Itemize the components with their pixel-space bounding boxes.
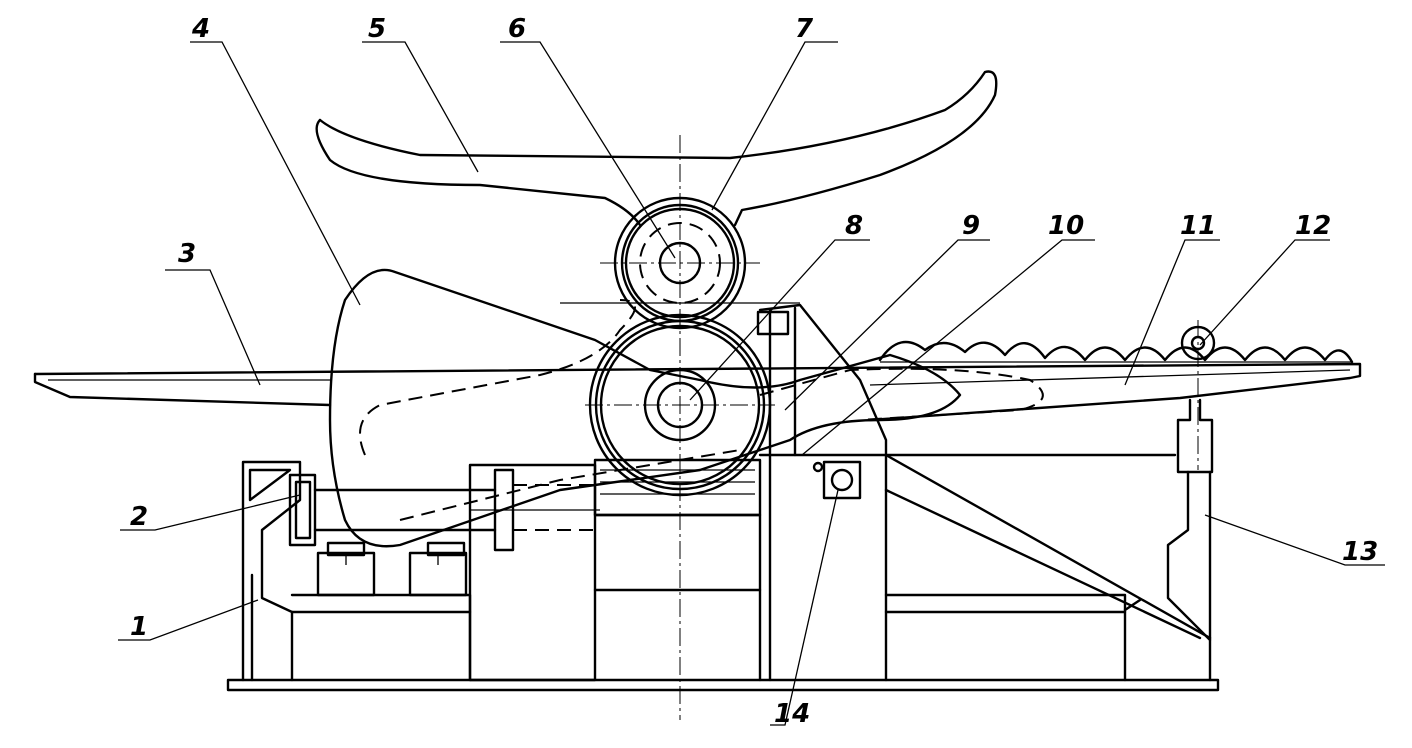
callout-5: 5 <box>362 14 479 173</box>
center-lines <box>585 135 775 720</box>
svg-text:13: 13 <box>1342 537 1378 567</box>
handle-lever <box>315 70 998 227</box>
pressure-roller <box>1180 320 1216 470</box>
callout-8: 8 <box>689 211 870 401</box>
callout-12: 12 <box>1199 211 1331 346</box>
callout-6: 6 <box>500 14 676 259</box>
conveyor-table <box>33 362 1362 422</box>
discharge-chute <box>884 453 1212 640</box>
callout-2: 2 <box>120 494 301 532</box>
callout-1: 1 <box>118 599 259 642</box>
svg-text:11: 11 <box>1180 211 1216 241</box>
callout-14: 14 <box>770 489 839 729</box>
corrugated-sheet <box>878 340 1354 364</box>
svg-text:14: 14 <box>774 699 810 729</box>
callout-7: 7 <box>711 14 838 211</box>
pivot-bracket <box>812 460 862 500</box>
drive-shaft-coupling <box>288 468 600 552</box>
curved-guide-plate <box>328 268 1044 548</box>
svg-text:6: 6 <box>508 14 526 44</box>
svg-text:12: 12 <box>1295 211 1331 241</box>
callout-11: 11 <box>1124 211 1220 386</box>
svg-text:7: 7 <box>795 14 814 44</box>
frame-body <box>290 453 1177 682</box>
svg-text:1: 1 <box>130 612 148 642</box>
svg-text:2: 2 <box>130 502 148 532</box>
support-column <box>1166 398 1214 682</box>
base-plate <box>226 678 1220 692</box>
drive-motor-blocks <box>316 541 468 597</box>
svg-text:10: 10 <box>1048 211 1084 241</box>
svg-text:5: 5 <box>368 14 386 44</box>
callout-10: 10 <box>801 211 1095 456</box>
frame-left-support <box>241 460 302 682</box>
callout-3: 3 <box>165 239 261 386</box>
svg-text:8: 8 <box>845 211 863 241</box>
svg-text:9: 9 <box>962 211 980 241</box>
svg-text:3: 3 <box>178 239 196 269</box>
callout-9: 9 <box>784 211 990 411</box>
callout-13: 13 <box>1204 514 1385 567</box>
callout-4: 4 <box>190 14 361 306</box>
svg-text:4: 4 <box>191 14 210 44</box>
